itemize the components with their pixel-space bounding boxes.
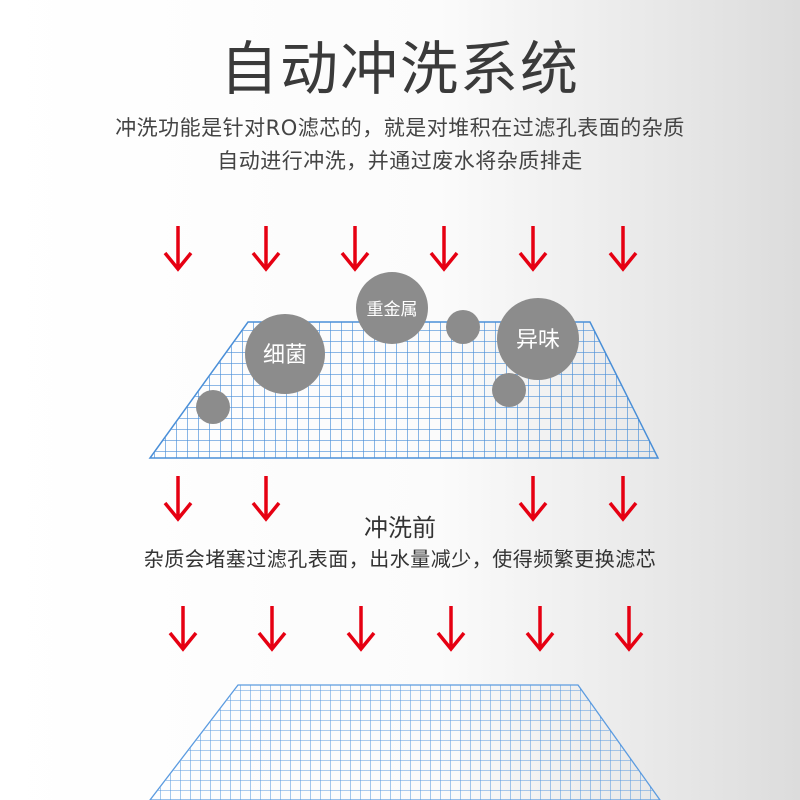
arrow-down-icon bbox=[608, 224, 638, 271]
particle-small bbox=[492, 373, 526, 407]
filter-mesh-before bbox=[148, 321, 660, 459]
arrow-down-icon bbox=[251, 224, 281, 271]
arrow-down-icon bbox=[614, 604, 644, 651]
arrow-down-icon bbox=[163, 224, 193, 271]
particles: 细菌 重金属 异味 bbox=[196, 272, 579, 424]
particle-bacteria-label: 细菌 bbox=[263, 343, 307, 368]
arrow-down-icon bbox=[257, 604, 287, 651]
particle-heavy-metal bbox=[356, 272, 428, 344]
particle-small bbox=[196, 390, 230, 424]
arrow-down-icon bbox=[168, 604, 198, 651]
arrow-down-icon bbox=[429, 224, 459, 271]
description-line-1: 冲洗功能是针对RO滤芯的，就是对堆积在过滤孔表面的杂质 bbox=[115, 116, 685, 140]
arrow-row-top bbox=[163, 224, 638, 271]
arrow-row-bottom bbox=[168, 604, 644, 651]
particle-odor-label: 异味 bbox=[516, 328, 560, 353]
particle-odor bbox=[497, 298, 579, 380]
particle-heavy-metal-label: 重金属 bbox=[367, 300, 418, 320]
particle-small bbox=[446, 310, 480, 344]
arrow-down-icon bbox=[525, 604, 555, 651]
arrow-down-icon bbox=[346, 604, 376, 651]
page-title: 自动冲洗系统 bbox=[219, 35, 580, 103]
arrow-down-icon bbox=[518, 224, 548, 271]
arrow-down-icon bbox=[436, 604, 466, 651]
before-flush-text: 杂质会堵塞过滤孔表面，出水量减少，使得频繁更换滤芯 bbox=[143, 547, 657, 571]
arrow-down-icon bbox=[340, 224, 370, 271]
particle-bacteria bbox=[245, 314, 325, 394]
before-flush-title: 冲洗前 bbox=[364, 514, 436, 542]
description-line-2: 自动进行冲洗，并通过废水将杂质排走 bbox=[217, 149, 583, 173]
filter-mesh-after bbox=[149, 684, 661, 800]
